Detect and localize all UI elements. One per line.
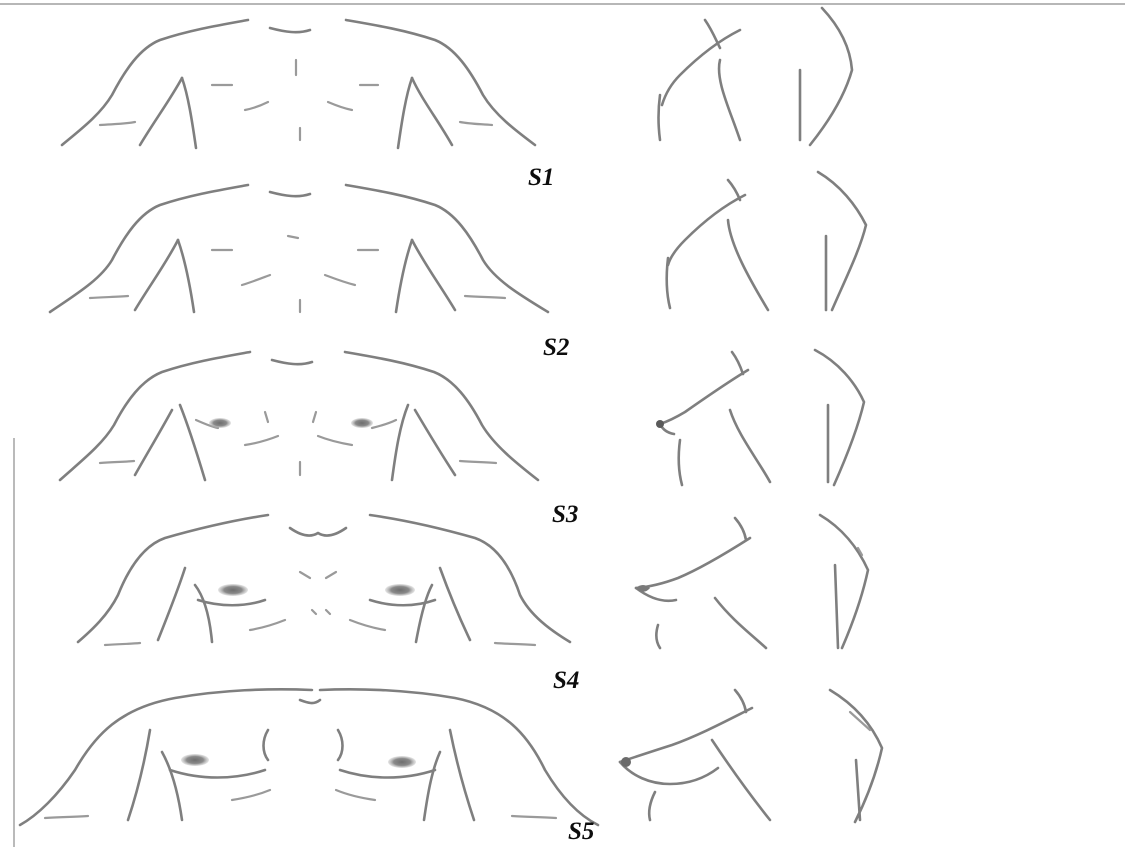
stage-s5-front-view: [20, 689, 598, 825]
stage-label-s2: S2: [543, 335, 569, 360]
stage-s2-front-view: [50, 185, 548, 312]
stage-s3-side-view: [656, 350, 864, 485]
right-areola: [388, 756, 416, 768]
right-areola: [385, 584, 415, 596]
stage-s2-side-view: [667, 172, 866, 310]
stage-s1-front-view: [62, 20, 535, 148]
stage-label-s3: S3: [552, 502, 578, 527]
stage-s4-front-view: [78, 515, 570, 645]
right-areola: [351, 418, 373, 428]
left-areola: [209, 418, 231, 428]
side-nipple: [621, 757, 631, 767]
stage-label-s5: S5: [568, 819, 594, 844]
left-areola: [181, 754, 209, 766]
stage-label-s1: S1: [528, 165, 554, 190]
stage-s1-side-view: [659, 8, 853, 145]
stage-s5-side-view: [620, 690, 882, 822]
stage-label-s4: S4: [553, 668, 579, 693]
stage-s4-side-view: [636, 515, 868, 648]
left-areola: [218, 584, 248, 596]
stage-s3-front-view: [60, 352, 538, 480]
side-nipple: [656, 420, 664, 428]
